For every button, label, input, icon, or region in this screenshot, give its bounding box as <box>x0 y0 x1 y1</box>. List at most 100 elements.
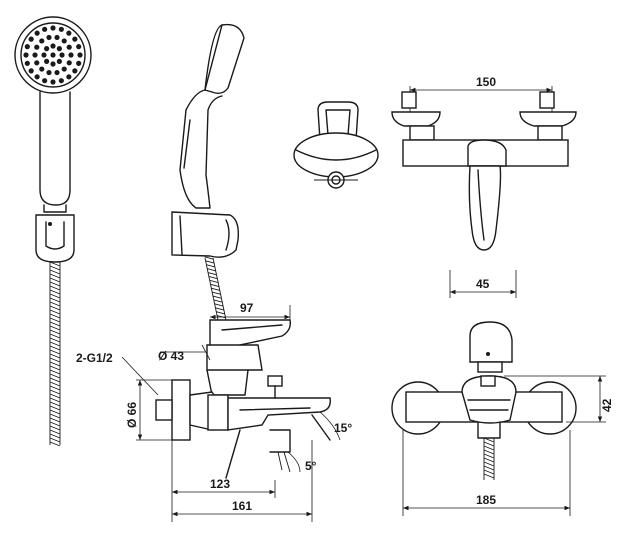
hose-rib <box>483 437 495 443</box>
nozzle-dot <box>46 69 52 76</box>
hose-rib <box>49 309 61 315</box>
hose-rib <box>49 389 61 395</box>
hose-rib <box>49 369 61 375</box>
hose-rib <box>49 353 61 359</box>
dim-spout-width: 45 <box>476 277 490 291</box>
hose-rib <box>49 345 61 351</box>
nozzle-dot <box>28 36 34 42</box>
nozzle-dot <box>50 25 56 31</box>
hose-rib <box>49 409 61 415</box>
hose-rib <box>209 279 219 284</box>
hose-rib <box>483 469 495 475</box>
dim-body-height: 42 <box>600 398 614 412</box>
hose-front <box>49 261 61 447</box>
hose-rib <box>49 285 61 291</box>
nozzle-dot <box>58 78 64 84</box>
nozzle-dot <box>39 66 45 72</box>
hose-rib <box>49 297 61 303</box>
hose-rib <box>49 377 61 383</box>
hose-rib <box>483 473 495 479</box>
nozzle-dot <box>41 52 47 58</box>
hose-rib <box>49 385 61 391</box>
hose-rib <box>483 461 495 467</box>
nozzle-dot <box>72 36 78 42</box>
hose-rib <box>49 349 61 355</box>
hose-rib <box>215 307 225 311</box>
hose-rib <box>49 417 61 423</box>
hose-rib <box>216 311 225 315</box>
hose-rib <box>49 433 61 439</box>
hose-rib <box>49 441 61 447</box>
hose-rib <box>49 305 61 311</box>
dim-arm-length: 97 <box>240 301 254 315</box>
hand-shower-front-view <box>14 16 92 447</box>
hose-rib <box>49 293 61 299</box>
hose-rib <box>49 321 61 327</box>
nozzle-dot <box>46 34 52 41</box>
hose-rib <box>49 429 61 435</box>
dim-offset-123: 123 <box>210 477 230 491</box>
hose-rib <box>206 264 216 268</box>
nozzle-dot <box>28 68 34 74</box>
nozzle-dot <box>66 60 72 66</box>
nozzle-dot <box>68 52 74 58</box>
nozzle-dot <box>61 66 67 72</box>
hose-rib <box>49 337 61 343</box>
hose-rib <box>49 333 61 339</box>
hose-rib <box>204 256 214 260</box>
hose-rib <box>483 441 495 447</box>
hose-rib <box>207 272 217 276</box>
hose-rib <box>49 361 61 367</box>
hose-rib <box>49 381 61 387</box>
nozzle-dot <box>50 43 56 49</box>
hose-rib <box>49 329 61 335</box>
nozzle-dot <box>58 26 64 32</box>
hose-rib <box>483 445 495 451</box>
nozzle-dot <box>54 69 60 76</box>
hose-rib <box>49 365 61 371</box>
hose-rib <box>208 276 218 280</box>
handle-top-view <box>293 101 379 189</box>
hose-rib <box>49 425 61 431</box>
hose-rib <box>49 397 61 403</box>
nozzle-dot <box>34 74 40 80</box>
nozzle-dot <box>61 38 67 44</box>
nozzle-dot <box>77 52 83 58</box>
dim-spout-angle: 15° <box>334 421 352 435</box>
nozzle-dot <box>34 30 40 36</box>
hose-rib <box>213 299 223 303</box>
dim-top-width: 150 <box>476 75 496 89</box>
hose-rib <box>49 273 61 279</box>
hose-rib <box>483 465 495 471</box>
dim-overall-161: 161 <box>232 499 252 513</box>
mixer-front-view-bottom: 42 185 <box>391 321 614 516</box>
hose-rib <box>49 405 61 411</box>
hose-rib <box>49 357 61 363</box>
hose-side <box>204 256 226 319</box>
hose-rib <box>49 317 61 323</box>
nozzle-dot <box>42 26 48 32</box>
nozzle-dot <box>32 52 38 58</box>
hose-rib <box>207 268 216 272</box>
hose-rib <box>49 269 61 275</box>
mixer-side-view <box>155 23 331 479</box>
side-dimensions: 97 Ø 43 2-G1/2 Ø 66 15° 5° 123 161 <box>76 301 352 522</box>
nozzle-dot <box>76 44 82 50</box>
nozzle-dot <box>39 38 45 44</box>
nozzle-dot <box>66 74 72 80</box>
nozzle-dot <box>50 79 56 85</box>
nozzle-dot <box>42 78 48 84</box>
nozzle-dot <box>50 52 56 58</box>
hose-rib <box>483 453 495 459</box>
nozzle-dot <box>59 52 65 58</box>
nozzle-dot <box>54 34 60 41</box>
hose-rib <box>214 303 224 307</box>
mixer-front-view: 150 45 <box>391 75 577 298</box>
dim-thread: 2-G1/2 <box>76 351 113 365</box>
dim-body-diameter: Ø 43 <box>158 349 184 363</box>
hose-rib <box>49 301 61 307</box>
dim-diverter-angle: 5° <box>305 459 317 473</box>
hose-rib <box>49 413 61 419</box>
nozzle-dot <box>50 61 56 67</box>
